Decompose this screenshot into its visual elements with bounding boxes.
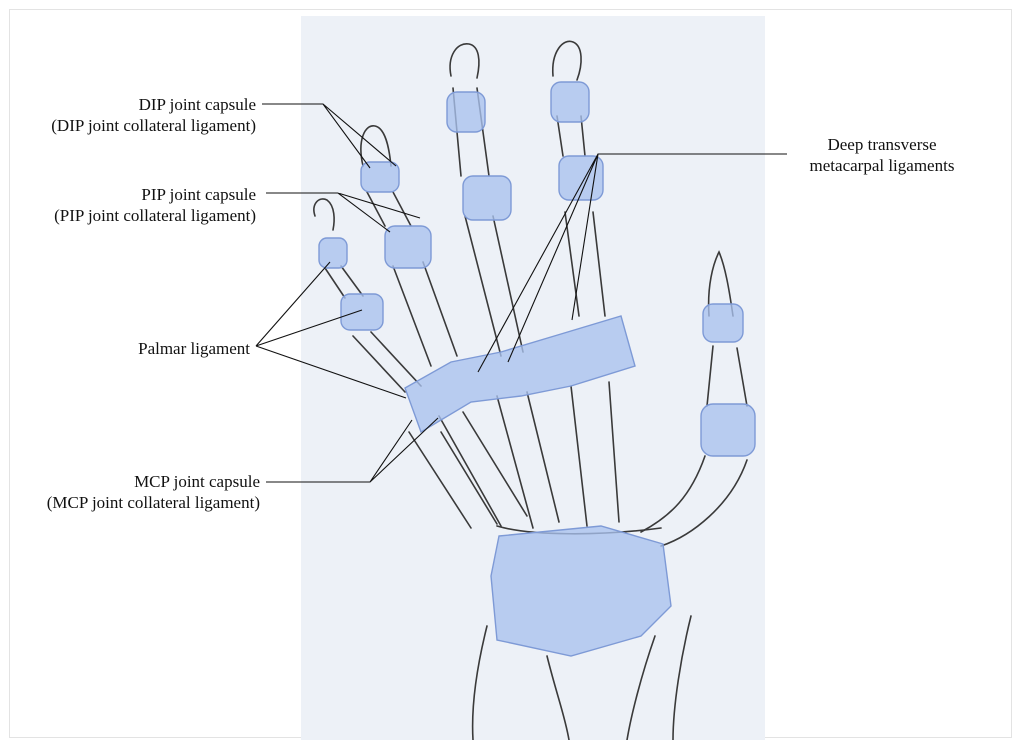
little-dip-capsule [703,304,743,342]
palmar-ligament-label: Palmar ligament [60,338,250,359]
thumb-dip-capsule [319,238,347,268]
middle-dip-capsule [447,92,485,132]
index-dip-capsule [361,162,399,192]
dip-label-line2: (DIP joint collateral ligament) [44,115,256,136]
middle-pip-capsule [463,176,511,220]
palmar-label-line1: Palmar ligament [60,338,250,359]
deep-transverse-metacarpal-label: Deep transverse metacarpal ligaments [792,134,972,176]
dip-joint-capsule-label: DIP joint capsule (DIP joint collateral … [44,94,256,136]
deep-label-line1: Deep transverse [792,134,972,155]
hand-drawing [301,16,765,740]
mcp-label-line2: (MCP joint collateral ligament) [40,492,260,513]
index-pip-capsule [385,226,431,268]
mcp-label-line1: MCP joint capsule [40,471,260,492]
ring-dip-capsule [551,82,589,122]
pip-label-line1: PIP joint capsule [44,184,256,205]
pip-label-line2: (PIP joint collateral ligament) [44,205,256,226]
dip-label-line1: DIP joint capsule [44,94,256,115]
little-pip-capsule [701,404,755,456]
pip-joint-capsule-label: PIP joint capsule (PIP joint collateral … [44,184,256,226]
deep-label-line2: metacarpal ligaments [792,155,972,176]
thumb-pip-capsule [341,294,383,330]
ring-pip-capsule [559,156,603,200]
mcp-joint-capsule-label: MCP joint capsule (MCP joint collateral … [40,471,260,513]
